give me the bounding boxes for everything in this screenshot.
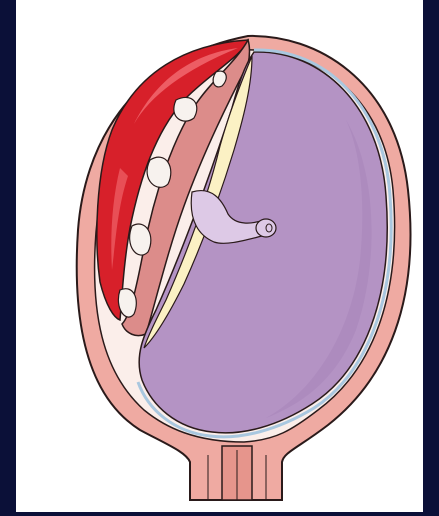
uterus-illustration (16, 0, 423, 512)
illustration-panel (16, 0, 423, 512)
